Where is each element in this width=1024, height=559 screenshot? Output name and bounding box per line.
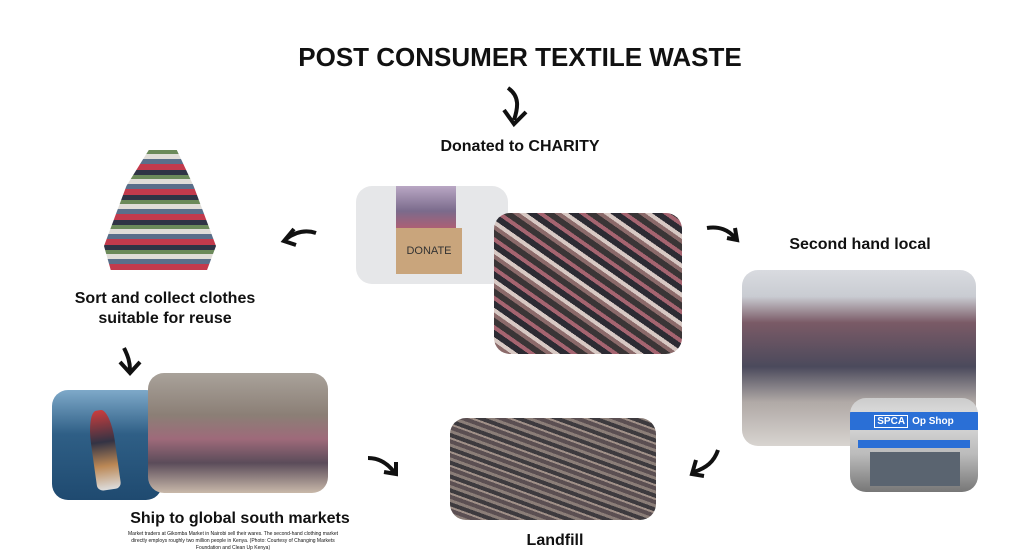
second-hand-label: Second hand local (789, 236, 931, 253)
arrow-right-icon (367, 456, 398, 477)
arrow-right-icon (706, 225, 740, 243)
market-photo (148, 373, 328, 493)
sort-label: Sort and collect clothes suitable for re… (74, 290, 256, 327)
shop-sign: SPCA Op Shop (850, 412, 978, 430)
arrow-down-icon (502, 86, 528, 128)
shop-sign-name: Op Shop (912, 415, 954, 427)
shop-sign-brand: SPCA (874, 414, 909, 428)
page-title: POST CONSUMER TEXTILE WASTE (298, 42, 742, 72)
arrow-down-icon (118, 347, 142, 376)
donate-box-text: DONATE (406, 245, 452, 257)
ship-label: Ship to global south markets (130, 510, 350, 527)
cargo-ship-photo (52, 390, 162, 500)
arrow-left-icon (280, 227, 317, 247)
shop-front-photo: SPCA Op Shop (850, 398, 978, 492)
photo-caption: Market traders at Gikomba Market in Nair… (128, 531, 338, 551)
clothes-pile-photo (494, 213, 682, 354)
donate-photo: DONATE (356, 186, 508, 284)
landfill-photo (450, 418, 656, 520)
donate-box: DONATE (396, 228, 462, 274)
arrow-left-icon (689, 449, 720, 478)
clothes-stack-image (104, 150, 216, 270)
charity-label: Donated to CHARITY (440, 138, 600, 155)
landfill-label: Landfill (526, 532, 584, 549)
